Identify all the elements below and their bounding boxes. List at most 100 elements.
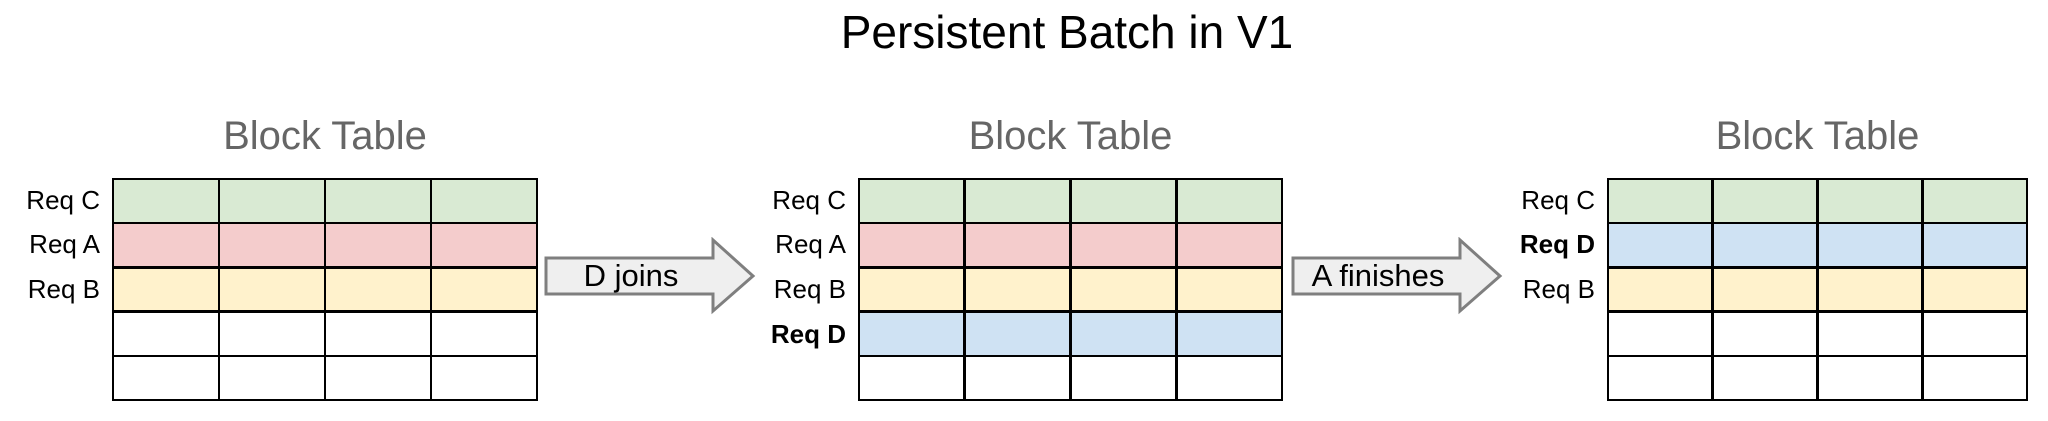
block-cell: [1713, 224, 1817, 267]
block-cell: [326, 224, 430, 267]
row-label-empty: [696, 356, 846, 401]
transition-arrow-d-joins: D joins: [544, 237, 756, 315]
row-label-req-c: Req C: [1521, 184, 1595, 215]
block-table-grid: [858, 178, 1283, 401]
row-label-req-a: Req A: [29, 229, 100, 260]
block-cell: [1071, 268, 1176, 311]
block-cell: [965, 224, 1070, 267]
row-label-req-b: Req B: [773, 273, 846, 304]
block-table-heading: Block Table: [1715, 114, 1920, 158]
block-cell: [1923, 180, 2026, 222]
table-row: [1609, 268, 2026, 311]
block-cell: [1609, 224, 1712, 267]
block-cell: [1177, 224, 1281, 267]
block-cell: [965, 180, 1070, 222]
block-cell: [1713, 268, 1817, 311]
block-cell: [432, 268, 536, 311]
row-label-empty: [1445, 356, 1595, 401]
table-row: [114, 312, 536, 355]
table-row: [114, 224, 536, 267]
block-cell: [220, 224, 324, 267]
table-row: [860, 357, 1281, 399]
block-cell: [1609, 180, 1712, 222]
block-cell: [1818, 357, 1922, 399]
block-cell: [326, 180, 430, 222]
row-label-req-b: Req B: [1522, 273, 1595, 304]
block-cell: [965, 312, 1070, 355]
block-cell: [1713, 357, 1817, 399]
block-cell: [326, 312, 430, 355]
block-cell: [1923, 268, 2026, 311]
table-row: [1609, 224, 2026, 267]
block-cell: [432, 357, 536, 399]
block-cell: [1609, 268, 1712, 311]
block-cell: [1609, 357, 1712, 399]
row-label-req-c: Req C: [772, 184, 846, 215]
row-label-req-a: Req A: [775, 229, 846, 260]
block-cell: [1713, 180, 1817, 222]
block-cell: [1177, 268, 1281, 311]
block-cell: [965, 357, 1070, 399]
block-cell: [1818, 224, 1922, 267]
block-cell: [860, 180, 964, 222]
row-label-req-c: Req C: [26, 184, 100, 215]
block-cell: [114, 180, 218, 222]
block-cell: [860, 312, 964, 355]
row-label-empty: [1445, 312, 1595, 357]
block-cell: [114, 312, 218, 355]
block-cell: [1923, 224, 2026, 267]
block-cell: [1609, 312, 1712, 355]
block-cell: [1071, 224, 1176, 267]
table-row: [860, 224, 1281, 267]
block-table-grid: [112, 178, 538, 401]
block-cell: [432, 312, 536, 355]
block-cell: [860, 357, 964, 399]
diagram-title: Persistent Batch in V1: [840, 6, 1294, 58]
block-cell: [1177, 180, 1281, 222]
row-labels: Req C Req A Req B: [0, 178, 100, 401]
block-table-grid: [1607, 178, 2028, 401]
block-table-heading: Block Table: [223, 114, 427, 158]
block-cell: [220, 180, 324, 222]
row-label-empty: [0, 312, 100, 357]
row-labels: Req C Req A Req B Req D: [696, 178, 846, 401]
block-cell: [220, 312, 324, 355]
arrow-label: D joins: [583, 258, 679, 293]
block-cell: [1818, 268, 1922, 311]
block-cell: [1071, 357, 1176, 399]
block-cell: [860, 224, 964, 267]
table-row: [860, 268, 1281, 311]
block-table-heading: Block Table: [968, 114, 1173, 158]
row-label-req-d: Req D: [1519, 229, 1595, 260]
table-row: [1609, 312, 2026, 355]
table-row: [114, 180, 536, 222]
block-cell: [326, 357, 430, 399]
right-arrow-icon: [1291, 237, 1503, 315]
block-cell: [432, 224, 536, 267]
block-cell: [1713, 312, 1817, 355]
table-row: [860, 312, 1281, 355]
block-cell: [1818, 180, 1922, 222]
table-row: [1609, 180, 2026, 222]
block-cell: [1818, 312, 1922, 355]
block-cell: [1177, 357, 1281, 399]
right-arrow-icon: [544, 237, 756, 315]
block-cell: [114, 268, 218, 311]
row-label-empty: [0, 356, 100, 401]
block-cell: [1177, 312, 1281, 355]
table-row: [860, 180, 1281, 222]
block-cell: [326, 268, 430, 311]
block-cell: [1923, 312, 2026, 355]
row-label-req-b: Req B: [27, 273, 100, 304]
block-cell: [860, 268, 964, 311]
transition-arrow-a-finishes: A finishes: [1291, 237, 1503, 315]
table-row: [114, 357, 536, 399]
block-cell: [220, 357, 324, 399]
block-cell: [1923, 357, 2026, 399]
block-cell: [114, 357, 218, 399]
block-cell: [965, 268, 1070, 311]
table-row: [1609, 357, 2026, 399]
arrow-label: A finishes: [1311, 258, 1445, 293]
block-cell: [114, 224, 218, 267]
row-label-req-d: Req D: [770, 318, 846, 349]
